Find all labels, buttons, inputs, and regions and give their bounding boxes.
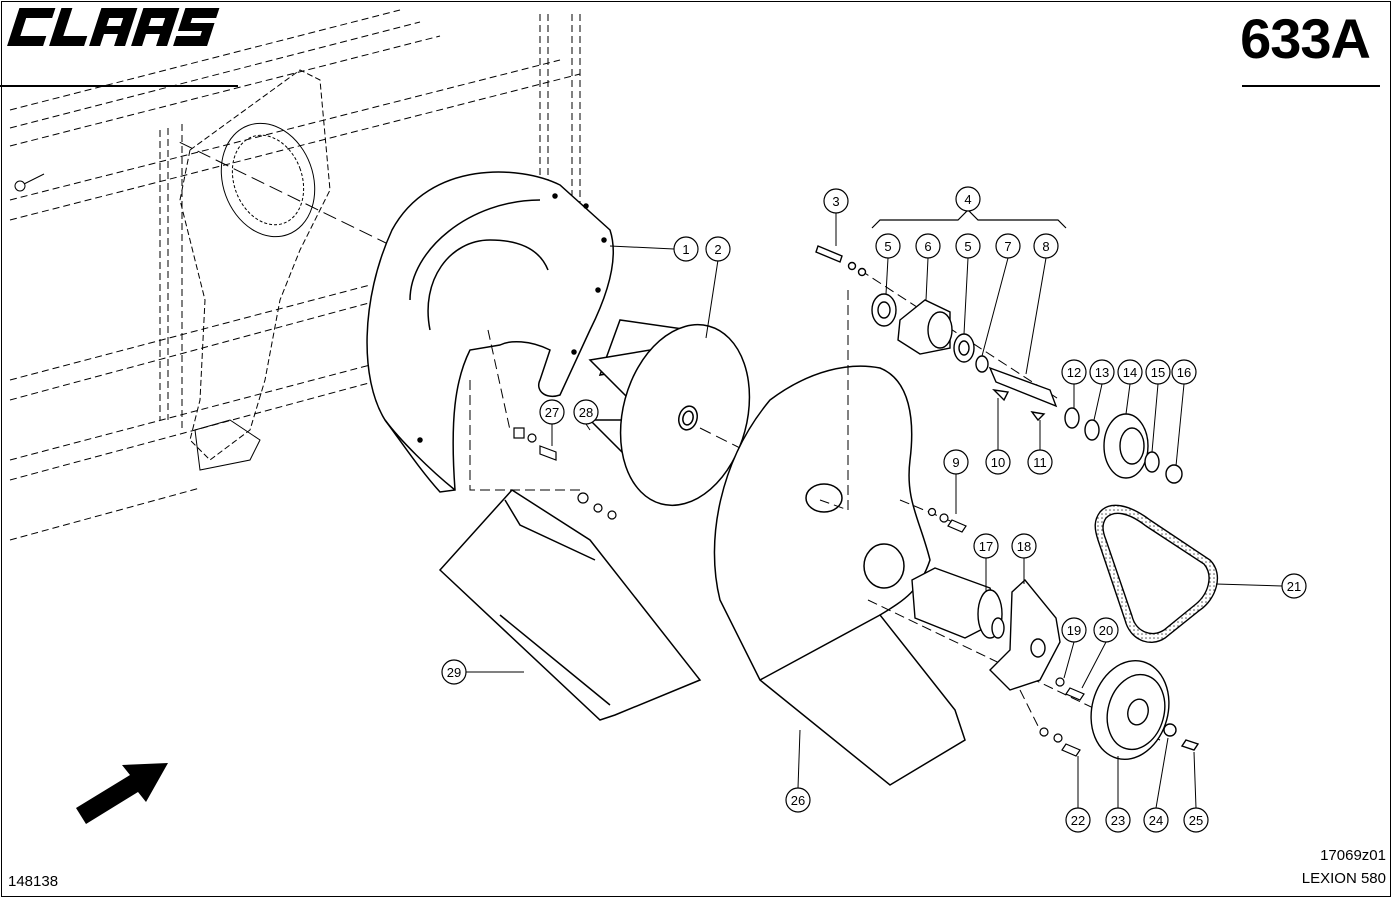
callout-6: 6 [915, 233, 941, 259]
callout-7: 7 [995, 233, 1021, 259]
callout-14: 14 [1117, 359, 1143, 385]
callout-24: 24 [1143, 807, 1169, 833]
svg-text:27: 27 [545, 405, 559, 420]
svg-text:4: 4 [964, 192, 971, 207]
svg-text:25: 25 [1189, 813, 1203, 828]
callout-23: 23 [1105, 807, 1131, 833]
svg-text:10: 10 [991, 455, 1005, 470]
callout-13: 13 [1089, 359, 1115, 385]
callout-5a: 5 [875, 233, 901, 259]
side-plate-part-26 [713, 365, 966, 786]
callout-19: 19 [1061, 617, 1087, 643]
svg-text:14: 14 [1123, 365, 1137, 380]
footer-left-code: 148138 [8, 873, 59, 890]
callout-11: 11 [1027, 449, 1053, 475]
svg-text:22: 22 [1071, 813, 1085, 828]
svg-text:26: 26 [791, 793, 805, 808]
machine-frame-background [9, 9, 581, 541]
callout-27: 27 [539, 399, 565, 425]
svg-text:28: 28 [579, 405, 593, 420]
svg-text:24: 24 [1149, 813, 1163, 828]
svg-text:17: 17 [979, 539, 993, 554]
callout-18: 18 [1011, 533, 1037, 559]
fan-rotor-part-2 [588, 319, 751, 507]
svg-text:3: 3 [832, 194, 839, 209]
svg-text:29: 29 [447, 665, 461, 680]
callout-12: 12 [1061, 359, 1087, 385]
claas-logo [7, 8, 220, 46]
motor-bracket-part-18 [989, 578, 1061, 691]
svg-text:12: 12 [1067, 365, 1081, 380]
svg-text:5: 5 [964, 239, 971, 254]
svg-text:15: 15 [1151, 365, 1165, 380]
callout-1: 1 [673, 236, 699, 262]
callout-17: 17 [973, 533, 999, 559]
callout-9: 9 [943, 449, 969, 475]
machine-model: LEXION 580 [1301, 870, 1386, 887]
callout-16: 16 [1171, 359, 1197, 385]
callout-21: 21 [1281, 573, 1307, 599]
svg-text:16: 16 [1177, 365, 1191, 380]
callout-4: 4 [955, 186, 981, 212]
direction-arrow [76, 763, 168, 824]
callout-8: 8 [1033, 233, 1059, 259]
svg-text:19: 19 [1067, 623, 1081, 638]
lower-guide-part-29 [438, 489, 702, 721]
callout-20: 20 [1093, 617, 1119, 643]
svg-text:5: 5 [884, 239, 891, 254]
callout-5b: 5 [955, 233, 981, 259]
fan-housing-part-1 [366, 171, 614, 493]
svg-text:6: 6 [924, 239, 931, 254]
fastener-set-27-28 [513, 427, 617, 520]
callout-22: 22 [1065, 807, 1091, 833]
group-bracket-part-4 [871, 209, 1067, 229]
svg-text:11: 11 [1033, 455, 1047, 470]
drive-belt-part-21 [1094, 504, 1219, 643]
svg-text:23: 23 [1111, 813, 1125, 828]
callout-28: 28 [573, 399, 599, 425]
drawing-code: 17069z01 [1320, 847, 1386, 864]
bearing-group-parts-3-8 [815, 245, 1058, 422]
callout-10: 10 [985, 449, 1011, 475]
fasteners-parts-19-22 [1039, 677, 1085, 757]
callout-26: 26 [785, 787, 811, 813]
callout-2: 2 [705, 236, 731, 262]
pulley-group-parts-12-16 [1064, 407, 1183, 484]
callout-25: 25 [1183, 807, 1209, 833]
svg-text:9: 9 [952, 455, 959, 470]
svg-text:18: 18 [1017, 539, 1031, 554]
drive-pulley-part-23 [1090, 660, 1200, 760]
svg-text:20: 20 [1099, 623, 1113, 638]
svg-text:8: 8 [1042, 239, 1049, 254]
callout-29: 29 [441, 659, 467, 685]
callout-balloons: 1 2 3 4 5 6 5 7 8 9 10 11 12 13 14 15 16… [441, 186, 1307, 833]
svg-text:2: 2 [714, 242, 721, 257]
callout-15: 15 [1145, 359, 1171, 385]
svg-text:21: 21 [1287, 579, 1301, 594]
page-number: 633A [1240, 7, 1371, 70]
footer-right: 17069z01 LEXION 580 [1302, 844, 1386, 890]
leader-lines [466, 212, 1283, 809]
svg-text:1: 1 [682, 242, 689, 257]
drive-motor-part-17 [911, 567, 1005, 639]
svg-text:13: 13 [1095, 365, 1109, 380]
bolt-set-part-9 [927, 507, 967, 533]
callout-3: 3 [823, 188, 849, 214]
svg-text:7: 7 [1004, 239, 1011, 254]
